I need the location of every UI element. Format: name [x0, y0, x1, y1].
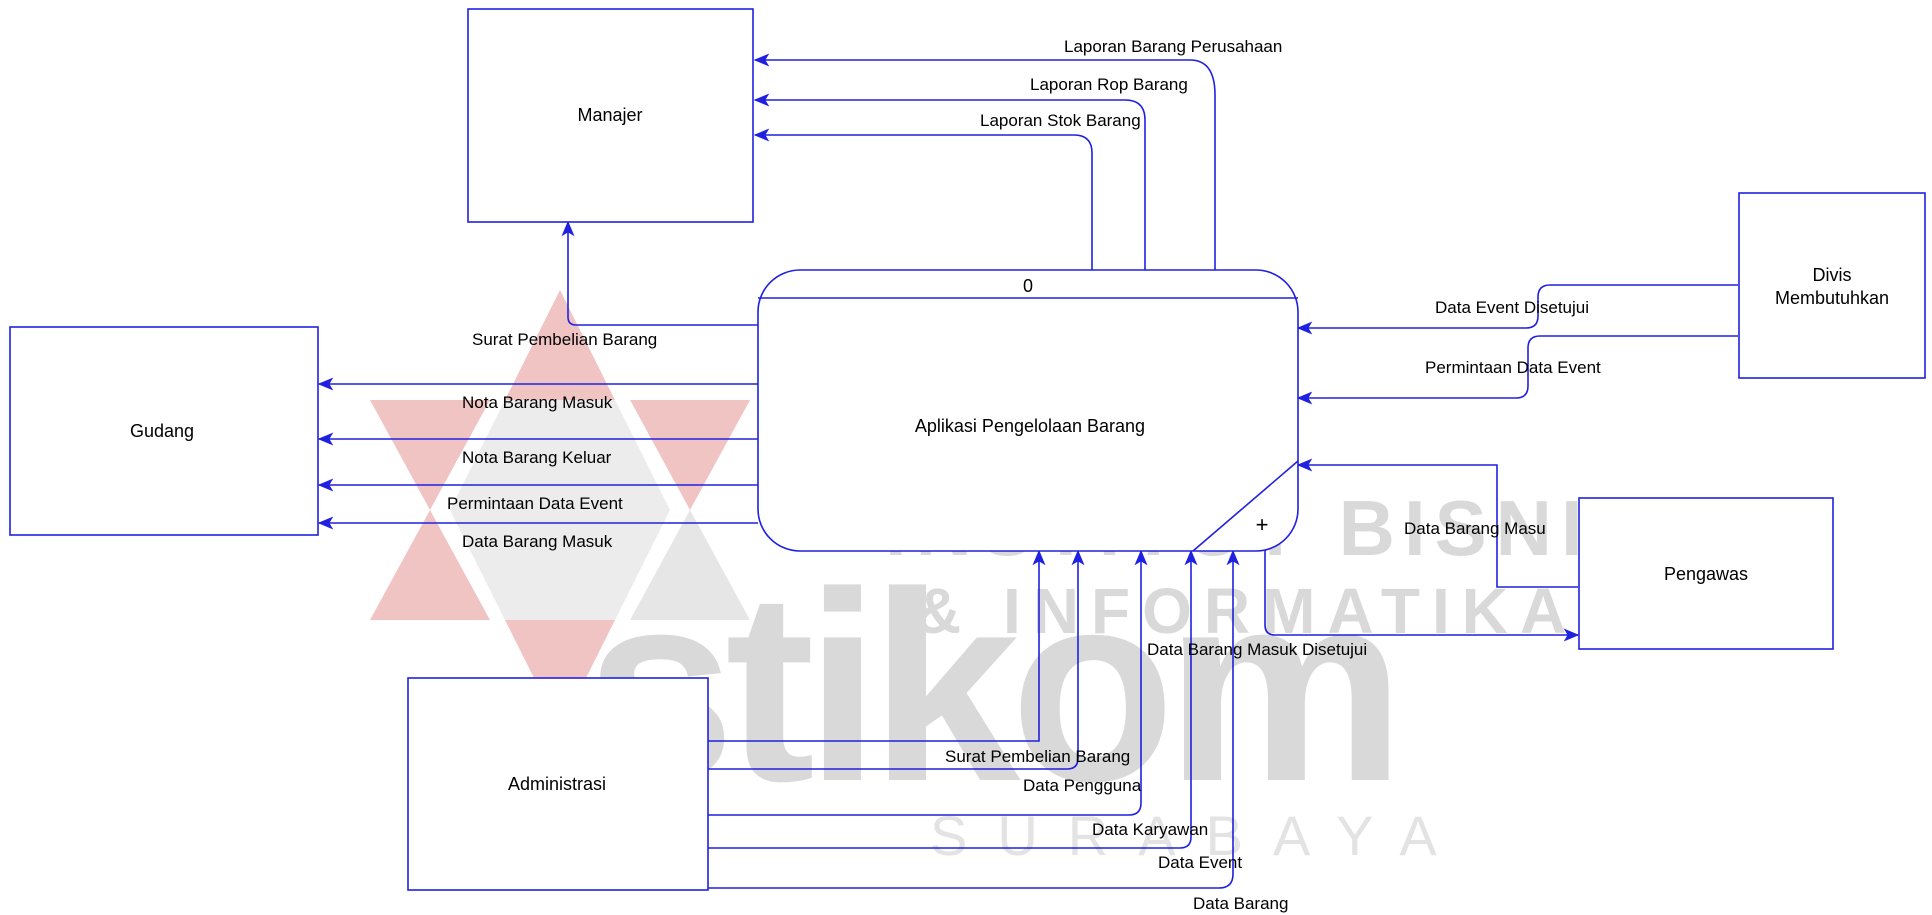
label-data-barang-masuk-disetujui: Data Barang Masuk Disetujui [1147, 640, 1367, 659]
label-laporan-barang-perusahaan: Laporan Barang Perusahaan [1064, 37, 1282, 56]
label-laporan-stok-barang: Laporan Stok Barang [980, 111, 1141, 130]
entity-manajer-label: Manajer [577, 105, 642, 125]
entity-pengawas: Pengawas [1579, 498, 1833, 649]
process-0: 0 Aplikasi Pengelolaan Barang + [758, 270, 1298, 551]
label-surat-pembelian-manajer: Surat Pembelian Barang [472, 330, 657, 349]
label-surat-pembelian-admin: Surat Pembelian Barang [945, 747, 1130, 766]
label-data-pengguna: Data Pengguna [1023, 776, 1142, 795]
process-name: Aplikasi Pengelolaan Barang [915, 416, 1145, 436]
entity-administrasi: Administrasi [408, 678, 708, 890]
label-data-barang-masuk-gudang: Data Barang Masuk [462, 532, 613, 551]
entity-divisi-membutuhkan: Divis Membutuhkan [1739, 193, 1925, 378]
label-data-barang-masuk-pengawas: Data Barang Masu [1404, 519, 1546, 538]
label-permintaan-data-event-divisi: Permintaan Data Event [1425, 358, 1601, 377]
label-laporan-rop-barang: Laporan Rop Barang [1030, 75, 1188, 94]
process-number: 0 [1023, 276, 1033, 296]
label-data-karyawan: Data Karyawan [1092, 820, 1208, 839]
label-data-event: Data Event [1158, 853, 1242, 872]
label-nota-barang-masuk: Nota Barang Masuk [462, 393, 613, 412]
process-plus-icon: + [1256, 512, 1269, 537]
entity-divisi-label-line2: Membutuhkan [1775, 288, 1889, 308]
label-permintaan-data-event-gudang: Permintaan Data Event [447, 494, 623, 513]
entity-administrasi-label: Administrasi [508, 774, 606, 794]
label-data-barang: Data Barang [1193, 894, 1288, 913]
flow-surat-pembelian-manajer [568, 222, 758, 325]
entity-manajer: Manajer [468, 9, 753, 222]
entity-divisi-label-line1: Divis [1813, 265, 1852, 285]
entity-pengawas-label: Pengawas [1664, 564, 1748, 584]
entity-gudang: Gudang [10, 327, 318, 535]
flow-laporan-stok-barang [755, 135, 1092, 270]
label-data-event-disetujui: Data Event Disetujui [1435, 298, 1589, 317]
label-nota-barang-keluar: Nota Barang Keluar [462, 448, 612, 467]
entity-gudang-label: Gudang [130, 421, 194, 441]
